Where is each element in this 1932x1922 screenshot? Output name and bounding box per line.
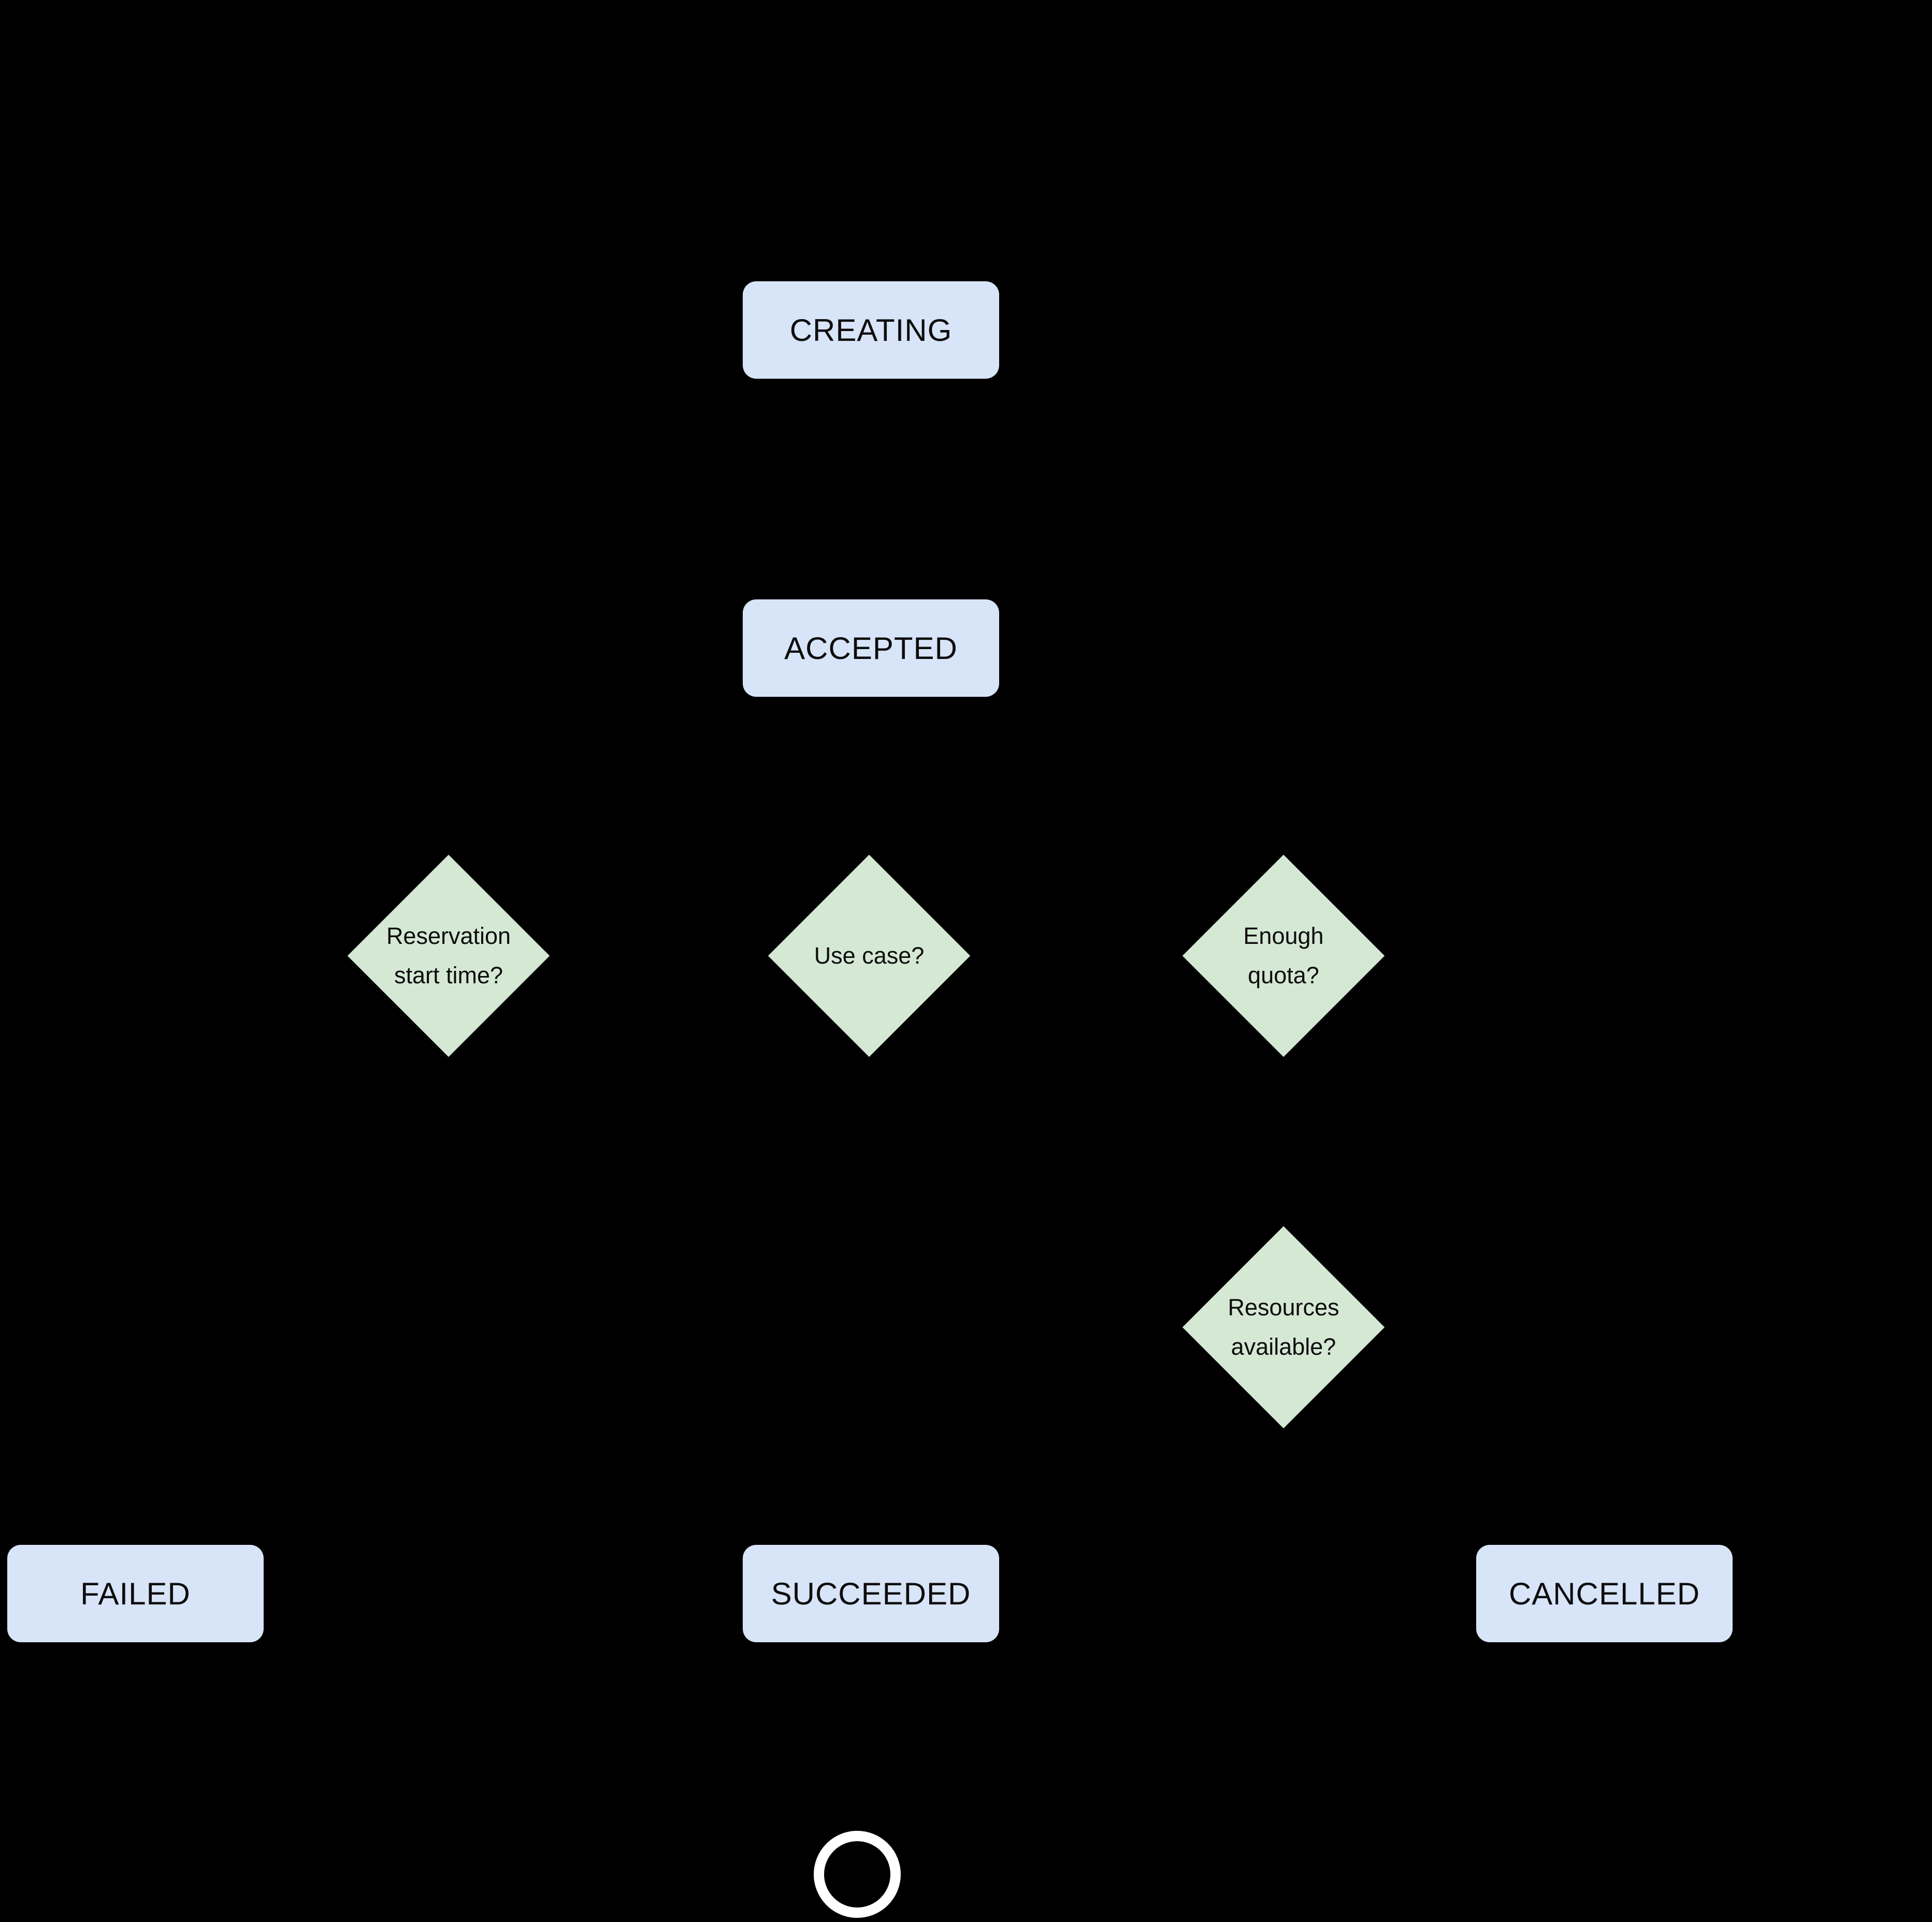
state-cancelled: CANCELLED	[1476, 1545, 1733, 1642]
decision-resources-available: Resources available?	[1182, 1226, 1385, 1429]
decision-enough-quota-label: Enough quota?	[1243, 922, 1324, 989]
state-creating: CREATING	[743, 281, 999, 379]
decision-resources-available-label: Resources available?	[1228, 1294, 1339, 1360]
decision-reservation-start-time-label: Reservation start time?	[386, 922, 511, 989]
decision-use-case-label: Use case?	[814, 942, 925, 969]
state-failed-label: FAILED	[80, 1576, 191, 1611]
decision-use-case: Use case?	[768, 854, 971, 1057]
state-cancelled-label: CANCELLED	[1508, 1576, 1700, 1611]
state-succeeded-label: SUCCEEDED	[771, 1576, 971, 1611]
state-accepted-label: ACCEPTED	[784, 630, 958, 666]
state-failed: FAILED	[7, 1545, 264, 1642]
state-accepted: ACCEPTED	[743, 599, 999, 697]
final-state-icon	[814, 1831, 901, 1918]
state-creating-label: CREATING	[789, 312, 953, 348]
decision-enough-quota: Enough quota?	[1182, 854, 1385, 1057]
decision-reservation-start-time: Reservation start time?	[347, 854, 550, 1057]
state-succeeded: SUCCEEDED	[743, 1545, 999, 1642]
